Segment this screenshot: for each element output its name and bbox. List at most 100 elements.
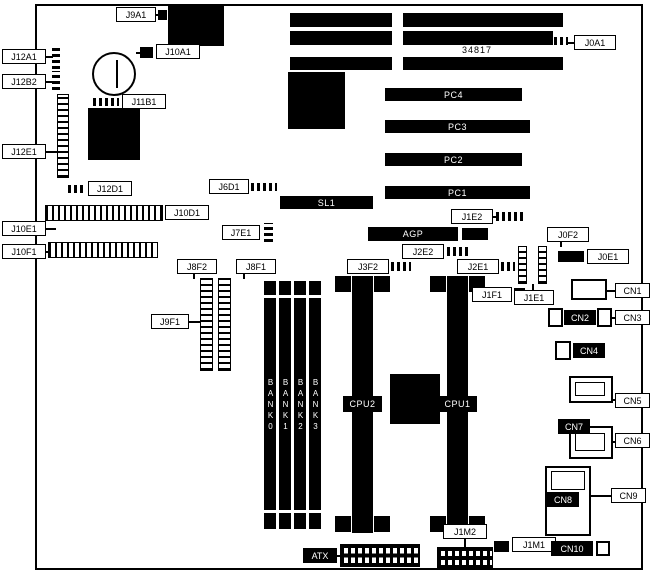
dimm-slot-bank0: BANK0 bbox=[264, 281, 276, 529]
chip-between-cpus bbox=[390, 374, 440, 424]
isa-slot-segment bbox=[403, 13, 563, 27]
callout-j1e1: J1E1 bbox=[514, 290, 554, 305]
callout-j10d1: J10D1 bbox=[165, 205, 209, 220]
callout-j3f2: J3F2 bbox=[347, 259, 389, 274]
connector-j2e1 bbox=[501, 262, 515, 271]
callout-j10f1: J10F1 bbox=[2, 244, 46, 259]
chip-left bbox=[88, 108, 140, 160]
bank2-label: BANK2 bbox=[296, 377, 305, 433]
cpu2-bracket bbox=[335, 276, 351, 292]
pci-slot-pc1: PC1 bbox=[385, 186, 530, 199]
board-part-number: 34817 bbox=[462, 45, 493, 55]
dimm-slot-bank2: BANK2 bbox=[294, 281, 306, 529]
pointer-line bbox=[46, 228, 56, 230]
connector-j8f2 bbox=[200, 278, 213, 371]
cpu2-bracket bbox=[374, 276, 390, 292]
pointer-line bbox=[607, 290, 615, 292]
callout-j10a1: J10A1 bbox=[156, 44, 200, 59]
connector-j1e1 bbox=[538, 246, 547, 284]
connector-j7e1 bbox=[264, 223, 273, 242]
port-cn2 bbox=[548, 308, 563, 327]
callout-cn6: CN6 bbox=[615, 433, 650, 448]
connector-j10a1 bbox=[140, 47, 153, 58]
callout-j1f1: J1F1 bbox=[472, 287, 512, 302]
port-cn5-inner bbox=[575, 382, 605, 396]
connector-j6d1 bbox=[251, 183, 277, 191]
pointer-line bbox=[46, 251, 50, 253]
callout-cn5: CN5 bbox=[615, 393, 650, 408]
callout-j12e1: J12E1 bbox=[2, 144, 46, 159]
connector-j0f2 bbox=[518, 246, 527, 284]
callout-cn9: CN9 bbox=[611, 488, 646, 503]
callout-j1m2: J1M2 bbox=[443, 524, 487, 539]
callout-atx: ATX bbox=[303, 548, 337, 563]
callout-cn2: CN2 bbox=[564, 310, 596, 325]
pointer-line bbox=[560, 242, 562, 247]
pointer-line bbox=[337, 555, 341, 557]
pci-slot-pc3: PC3 bbox=[385, 120, 530, 133]
connector-j11b1 bbox=[93, 98, 119, 106]
pointer-line bbox=[46, 151, 58, 153]
callout-cn8: CN8 bbox=[547, 492, 579, 507]
connector-j1m1 bbox=[494, 541, 509, 552]
bank3-label: BANK3 bbox=[311, 377, 320, 433]
port-cn4 bbox=[555, 341, 571, 360]
cpu2-label: CPU2 bbox=[343, 396, 382, 412]
callout-j11b1: J11B1 bbox=[122, 94, 166, 109]
connector-j12b2 bbox=[52, 71, 60, 90]
pointer-line bbox=[568, 42, 575, 44]
callout-j9f1: J9F1 bbox=[151, 314, 189, 329]
connector-j10d1 bbox=[45, 205, 163, 221]
connector-j9a1 bbox=[158, 10, 167, 20]
connector-j12d1 bbox=[68, 185, 86, 193]
callout-j12a1: J12A1 bbox=[2, 49, 46, 64]
connector-j3f2 bbox=[391, 262, 411, 271]
callout-j2e1: J2E1 bbox=[457, 259, 499, 274]
callout-j12d1: J12D1 bbox=[88, 181, 132, 196]
pointer-line bbox=[611, 441, 616, 443]
connector-j0a1 bbox=[554, 37, 568, 45]
callout-cn10: CN10 bbox=[551, 541, 593, 556]
connector-j0e1 bbox=[558, 251, 584, 262]
pointer-line bbox=[193, 274, 195, 279]
callout-cn7: CN7 bbox=[558, 419, 590, 434]
callout-cn1: CN1 bbox=[615, 283, 650, 298]
connector-j12e1 bbox=[57, 94, 69, 178]
agp-slot-end bbox=[462, 228, 488, 240]
pointer-line bbox=[46, 56, 53, 58]
isa-slot-segment bbox=[290, 57, 392, 70]
callout-j12b2: J12B2 bbox=[2, 74, 46, 89]
callout-cn4: CN4 bbox=[573, 343, 605, 358]
dimm-slot-bank1: BANK1 bbox=[279, 281, 291, 529]
pci-slot-pc2: PC2 bbox=[385, 153, 522, 166]
port-cn6-inner bbox=[575, 433, 605, 451]
battery bbox=[92, 52, 136, 96]
callout-j6d1: J6D1 bbox=[209, 179, 249, 194]
pointer-line bbox=[532, 284, 534, 291]
pointer-line bbox=[612, 317, 616, 319]
cpu1-bracket bbox=[430, 276, 446, 292]
callout-j7e1: J7E1 bbox=[222, 225, 260, 240]
dimm-slot-bank3: BANK3 bbox=[309, 281, 321, 529]
callout-j0f2: J0F2 bbox=[547, 227, 589, 242]
connector-j1m2 bbox=[437, 547, 493, 569]
isa-slot-segment bbox=[290, 31, 392, 45]
agp-slot: AGP bbox=[368, 227, 458, 241]
bank0-label: BANK0 bbox=[266, 377, 275, 433]
callout-j0e1: J0E1 bbox=[587, 249, 629, 264]
cpu2-bracket bbox=[374, 516, 390, 532]
cpu1-label: CPU1 bbox=[438, 396, 477, 412]
pointer-line bbox=[243, 274, 245, 279]
isa-slot-segment bbox=[290, 13, 392, 27]
port-cn10 bbox=[596, 541, 610, 556]
port-cn8-inner bbox=[551, 471, 585, 490]
port-cn5 bbox=[569, 376, 613, 403]
callout-j1m1: J1M1 bbox=[512, 537, 556, 552]
atx-power-connector bbox=[340, 544, 420, 567]
pointer-line bbox=[464, 539, 466, 548]
pointer-line bbox=[493, 216, 497, 218]
cpu1-bracket bbox=[430, 516, 446, 532]
callout-j10e1: J10E1 bbox=[2, 221, 46, 236]
isa-slot-segment bbox=[403, 57, 563, 70]
